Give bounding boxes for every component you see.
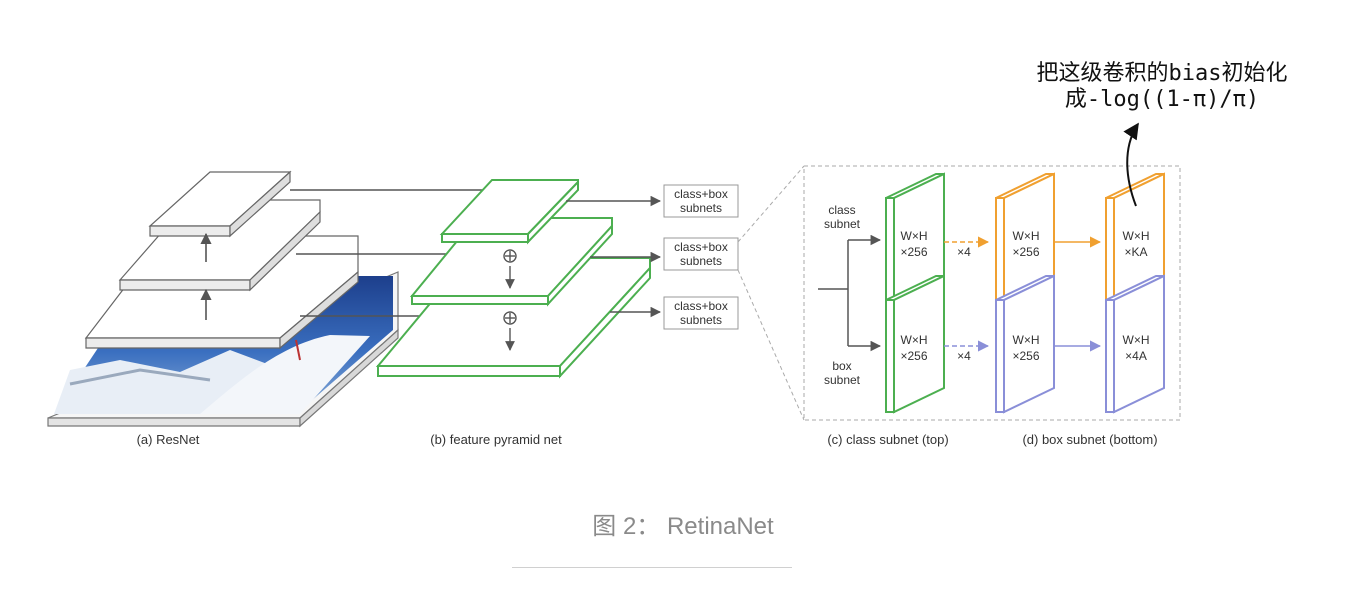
annotation-line2: 成-log((1-π)/π) (1065, 87, 1259, 112)
panel-label-box-subnet: (d) box subnet (bottom) (1022, 432, 1157, 447)
subnet-box-1-line2: subnets (680, 201, 722, 215)
fpn-stack (375, 179, 651, 379)
panel-label-class-subnet: (c) class subnet (top) (827, 432, 948, 447)
subnet-box-3-line1: class+box (674, 299, 728, 313)
svg-text:×256: ×256 (900, 349, 927, 363)
annotation-line1: 把这级卷积的bias初始化 (1037, 61, 1288, 86)
fpn-to-subnets (566, 195, 662, 318)
svg-text:W×H: W×H (1123, 333, 1150, 347)
svg-text:W×H: W×H (1123, 229, 1150, 243)
panel-label-fpn: (b) feature pyramid net (430, 432, 562, 447)
svg-text:×KA: ×KA (1124, 245, 1147, 259)
box-cube-2: W×H ×256 (995, 274, 1055, 414)
panel-label-resnet: (a) ResNet (137, 432, 200, 447)
box-subnet-label-1: box (832, 359, 851, 373)
fpn-top-down (503, 249, 517, 351)
class-subnet-label-1: class (828, 203, 855, 217)
subnet-box-2: class+box subnets (663, 237, 739, 271)
annotation-arrow (1123, 122, 1139, 207)
class-cube-3: W×H ×KA (1105, 172, 1165, 312)
class-cube-2: W×H ×256 (995, 172, 1055, 312)
box-times4: ×4 (957, 349, 971, 363)
subnet-box-3: class+box subnets (663, 296, 739, 330)
svg-text:W×H: W×H (1013, 333, 1040, 347)
subnet-box-3-line2: subnets (680, 313, 722, 327)
svg-text:W×H: W×H (901, 229, 928, 243)
svg-text:W×H: W×H (1013, 229, 1040, 243)
box-subnet-label-2: subnet (824, 373, 861, 387)
subnet-box-1: class+box subnets (663, 184, 739, 218)
svg-text:×4A: ×4A (1125, 349, 1147, 363)
resnet-stack (47, 170, 399, 428)
svg-text:W×H: W×H (901, 333, 928, 347)
box-cube-1: W×H ×256 (885, 274, 945, 414)
subnet-box-1-line1: class+box (674, 187, 728, 201)
svg-text:×256: ×256 (900, 245, 927, 259)
svg-text:×256: ×256 (1012, 245, 1039, 259)
subnet-box-2-line2: subnets (680, 254, 722, 268)
box-cube-3: W×H ×4A (1105, 274, 1165, 414)
caption-divider (512, 567, 792, 568)
zoom-guide (737, 165, 1181, 421)
subnet-box-2-line1: class+box (674, 240, 728, 254)
figure-caption: 图 2： RetinaNet (592, 513, 774, 540)
resnet-layer-top (148, 170, 292, 238)
svg-text:×256: ×256 (1012, 349, 1039, 363)
class-times4: ×4 (957, 245, 971, 259)
retinanet-diagram: class+box subnets class+box subnets clas… (47, 61, 1288, 447)
class-subnet-label-2: subnet (824, 217, 861, 231)
subnet-branch (818, 234, 882, 352)
